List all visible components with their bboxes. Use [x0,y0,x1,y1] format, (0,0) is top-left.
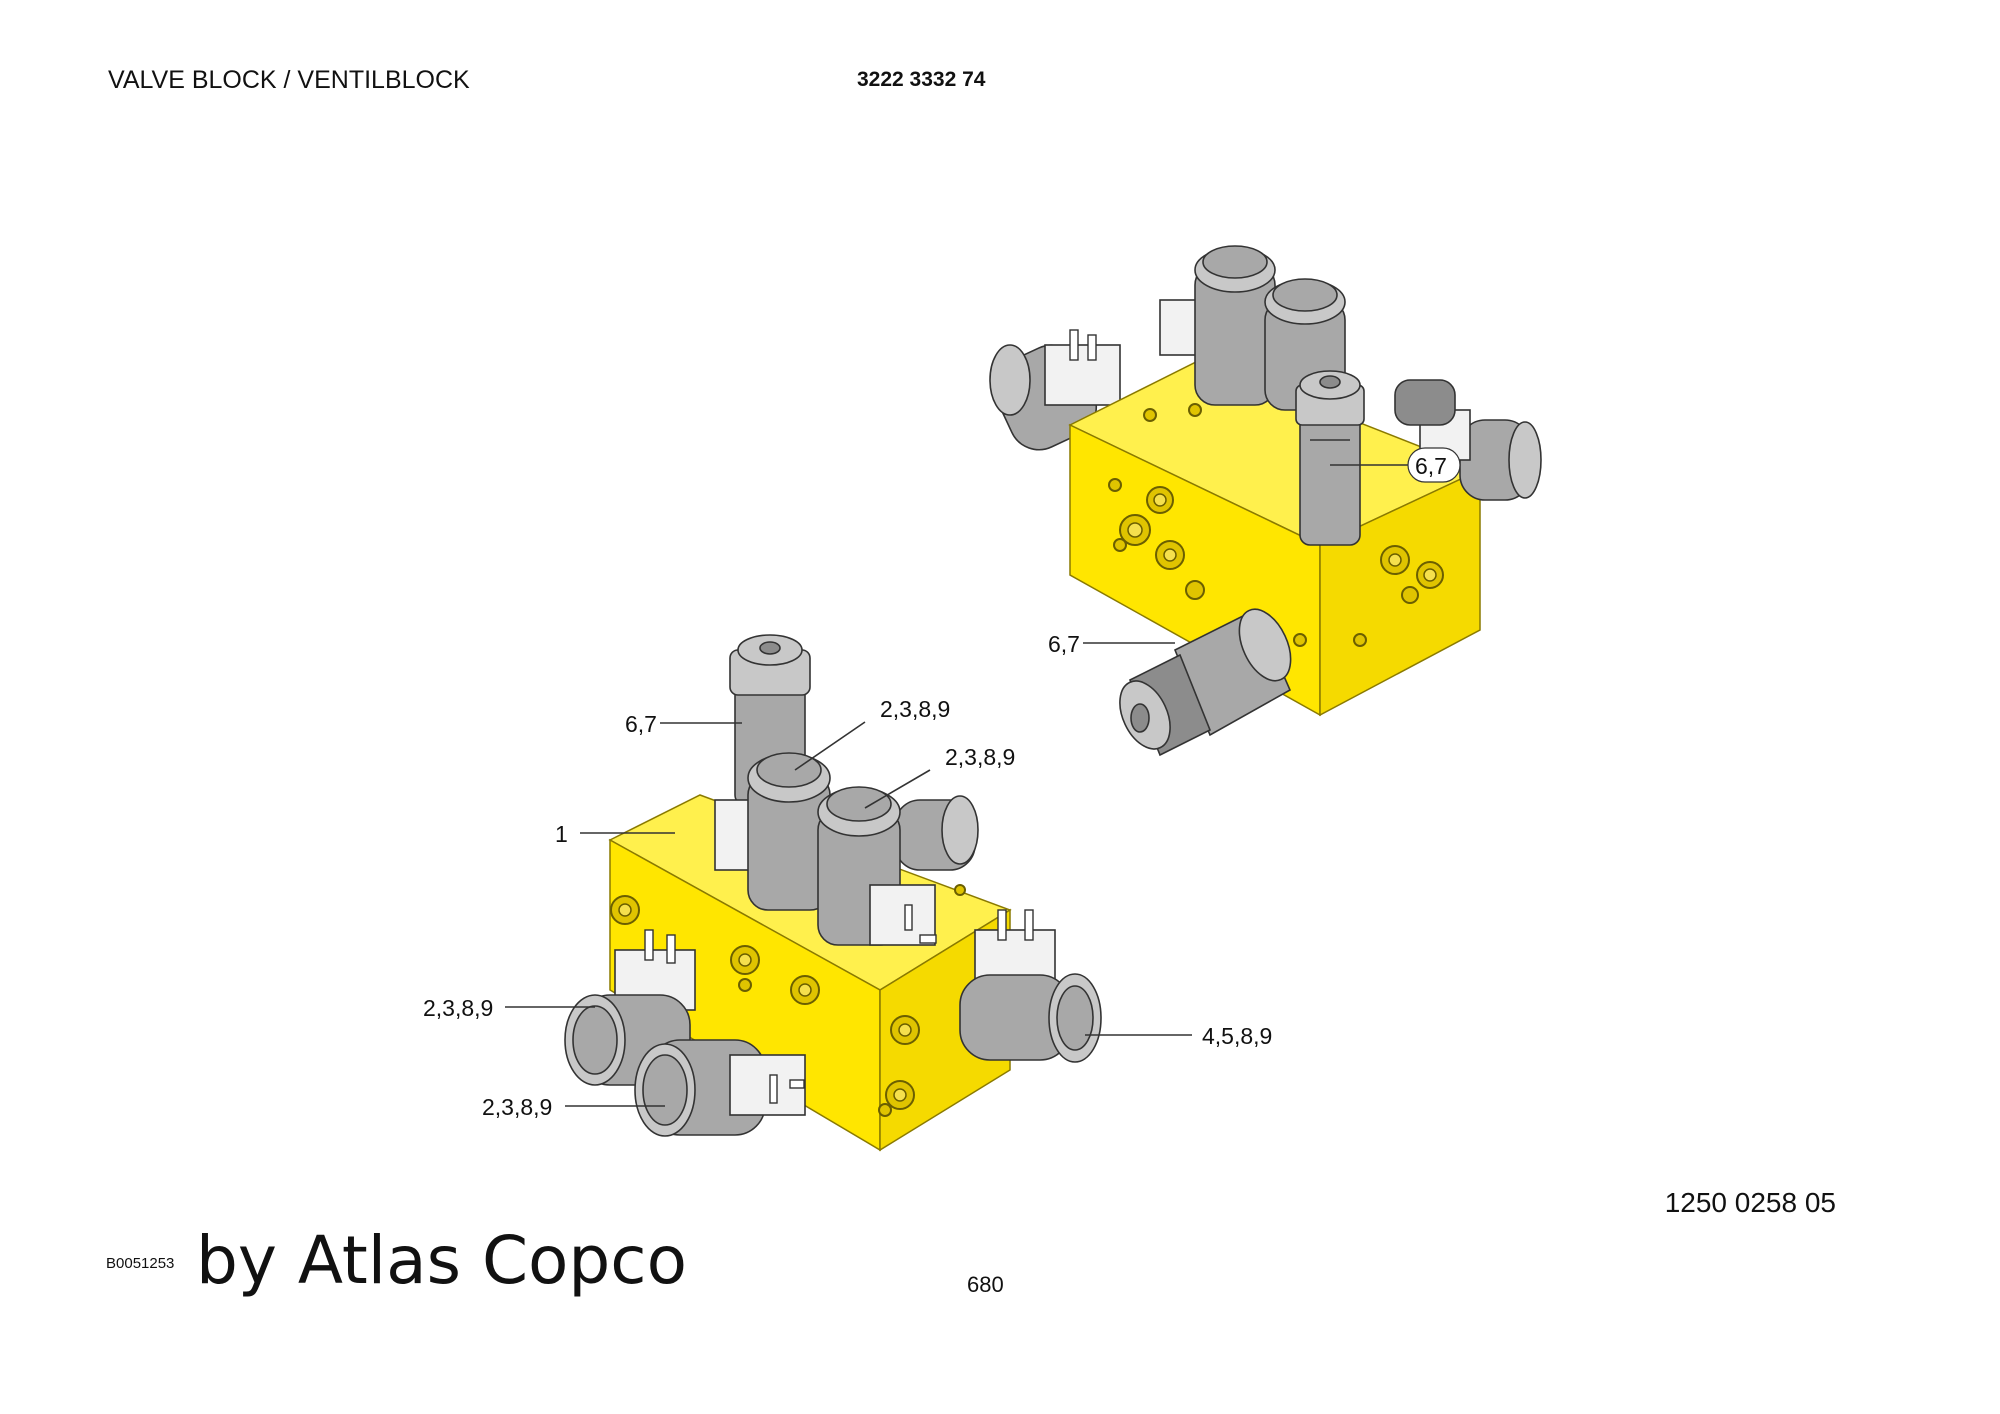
upper-vertical-valve [1295,370,1365,546]
lower-top-coils [714,752,937,946]
lower-coils-front-left [564,929,806,1137]
callout-lower-coil-front-left-upper: 2,3,8,9 [423,995,493,1021]
callout-upper-front-valve: 6,7 [1048,631,1080,657]
part-number: 3222 3332 74 [857,68,986,91]
upper-coil-right [1394,379,1542,501]
upper-coil-left [989,329,1121,451]
upper-valve-block-assembly: 6,7 6,7 [989,245,1542,757]
lower-valve-block-assembly: 6,7 2,3,8,9 2,3,8,9 1 2,3,8,9 2,3,8,9 4,… [423,634,1272,1152]
page-number: 680 [967,1272,1004,1297]
callout-lower-coil-rear-left: 2,3,8,9 [880,696,950,722]
upper-top-coils [1159,245,1346,411]
publisher-text: by Atlas Copco [196,1222,687,1299]
callout-lower-coil-front-left-lower: 2,3,8,9 [482,1094,552,1120]
callout-upper-top-valve: 6,7 [1415,453,1447,479]
callout-lower-coil-rear-right: 2,3,8,9 [945,744,1015,770]
lower-block-ports [610,884,966,1117]
lower-coil-rear-right [894,795,979,871]
leader-lower-coil-rear-left [794,721,866,771]
lower-coil-right [959,909,1102,1063]
image-id: B0051253 [106,1255,175,1272]
upper-front-valve [1119,608,1292,757]
label-bubble [1407,447,1461,483]
callout-lower-block: 1 [555,821,568,847]
leader-lower-coil-rear-right [864,769,931,809]
callout-lower-vertical-valve: 6,7 [625,711,657,737]
callout-lower-coil-right: 4,5,8,9 [1202,1023,1272,1049]
upper-block-ports [1108,403,1444,647]
header-title: VALVE BLOCK / VENTILBLOCK [108,66,470,94]
drawing-number: 1250 0258 05 [1664,1187,1836,1218]
